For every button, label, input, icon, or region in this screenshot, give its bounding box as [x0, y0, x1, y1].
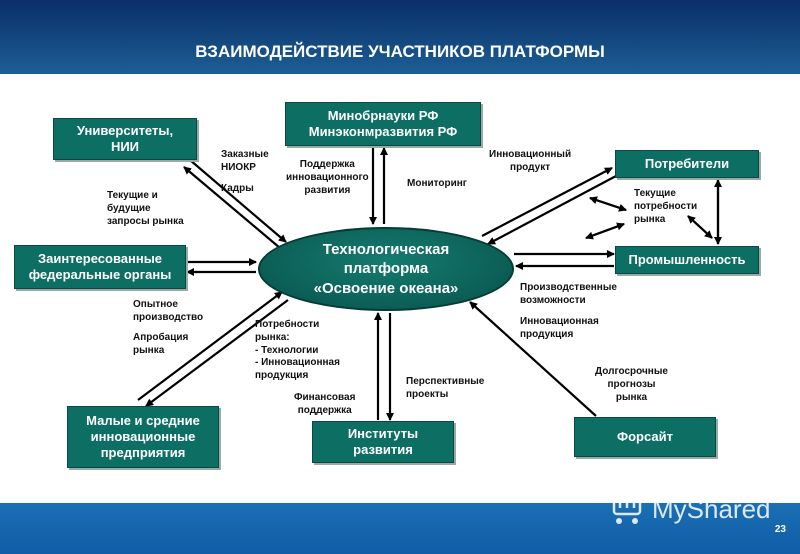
label-current-needs: Текущие потребности рынка [634, 188, 698, 225]
arrow-needs-consumers-b [589, 196, 627, 212]
node-sme-label: Малые и средние инновационные предприяти… [86, 412, 200, 461]
arrow-center-to-universities [183, 166, 281, 249]
footer-bar [0, 503, 800, 554]
label-innov-product: Инновационный продукт [489, 149, 572, 173]
arrow-center-to-consumers [481, 167, 613, 237]
label-niokr: Заказные НИОКР [221, 149, 269, 173]
label-prospective: Перспективные проекты [406, 376, 485, 400]
arrow-consumers-to-center [487, 175, 617, 245]
label-approbation: Апробация рынка [133, 332, 189, 356]
label-monitoring: Мониторинг [407, 178, 467, 189]
watermark-logo: MyShared [608, 492, 771, 526]
node-federal-label: Заинтересованные федеральные органы [28, 250, 172, 282]
node-foresight-label: Форсайт [617, 428, 673, 444]
node-universities-label: Университеты, НИИ [76, 122, 174, 154]
node-universities: Университеты, НИИ [53, 118, 197, 160]
label-long-term: Долгосрочные прогнозы рынка [595, 366, 668, 403]
node-sme: Малые и средние инновационные предприяти… [67, 406, 219, 468]
node-consumers: Потребители [615, 150, 759, 178]
page-number: 23 [774, 524, 786, 535]
label-pilot: Опытное производство [133, 299, 204, 323]
node-industry: Промышленность [615, 246, 759, 274]
node-institutes-label: Институты развития [347, 425, 419, 457]
label-innov-production: Инновационная продукция [520, 316, 599, 340]
node-federal: Заинтересованные федеральные органы [14, 245, 186, 289]
label-kadry: Кадры [221, 183, 254, 194]
center-platform-ellipse: Технологическая платформа «Освоение океа… [258, 227, 514, 311]
node-industry-label: Промышленность [628, 251, 746, 267]
arrow-needs-industry-b [585, 222, 625, 240]
watermark-text: MyShared [652, 493, 771, 524]
arrow-center-to-sme [145, 299, 289, 407]
node-ministries-label: Минобрнауки РФ Минэконмразвития РФ [308, 107, 458, 139]
label-support: Поддержка инновационного развития [286, 159, 369, 196]
label-market-needs: Потребности рынка: - Технологии - Иннова… [255, 319, 340, 382]
arrow-universities-to-center [189, 159, 287, 243]
cart-icon [612, 492, 642, 524]
label-financial: Финансовая поддержка [294, 392, 356, 416]
arrow-needs-right-b [687, 215, 713, 239]
arrow-foresight-to-center [469, 301, 597, 417]
header-bar [0, 0, 800, 74]
label-current-future: Текущие и будущие запросы рынка [107, 190, 184, 227]
node-foresight: Форсайт [574, 417, 716, 457]
arrow-sme-to-center [137, 291, 283, 401]
page-title: ВЗАИМОДЕЙСТВИЕ УЧАСТНИКОВ ПЛАТФОРМЫ [195, 42, 605, 61]
node-institutes: Институты развития [312, 421, 454, 463]
label-production-cap: Производственные возможности [520, 282, 617, 306]
node-consumers-label: Потребители [644, 155, 730, 171]
node-ministries: Минобрнауки РФ Минэконмразвития РФ [285, 102, 481, 146]
